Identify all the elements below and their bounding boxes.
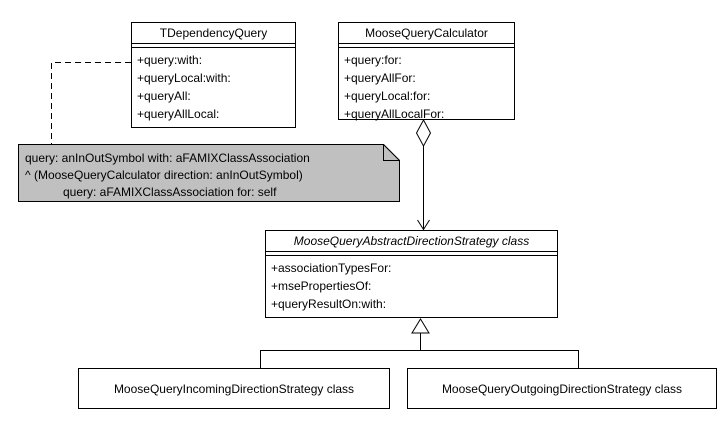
note-fold-icon xyxy=(383,144,400,161)
class-box-moosequerycalculator: MooseQueryCalculator +query:for: +queryA… xyxy=(338,22,515,123)
method-item: +queryAllLocalFor: xyxy=(344,107,445,121)
method-item: +queryAllFor: xyxy=(344,71,416,85)
compartment-separator xyxy=(339,44,514,48)
method-item: +queryResultOn:with: xyxy=(271,297,387,311)
class-box-moosequeryoutgoingdirectionstrategy: MooseQueryOutgoingDirectionStrategy clas… xyxy=(407,368,717,409)
compartment-separator xyxy=(132,44,295,48)
class-box-moosequeryincomingdirectionstrategy: MooseQueryIncomingDirectionStrategy clas… xyxy=(78,368,390,409)
method-item: +query:for: xyxy=(344,53,402,67)
class-title: MooseQueryOutgoingDirectionStrategy clas… xyxy=(441,381,683,396)
method-item: +queryLocal:for: xyxy=(344,89,431,103)
uml-note: query: anInOutSymbol with: aFAMIXClassAs… xyxy=(18,144,400,202)
class-title: MooseQueryCalculator xyxy=(339,23,514,44)
method-item: +msePropertiesOf: xyxy=(271,279,372,293)
note-text: query: anInOutSymbol with: aFAMIXClassAs… xyxy=(18,144,400,201)
method-item: +associationTypesFor: xyxy=(271,261,392,275)
methods-compartment: +query:with: +queryLocal:with: +queryAll… xyxy=(132,48,295,123)
method-item: +queryAll: xyxy=(137,89,191,103)
open-arrowhead-icon xyxy=(417,219,430,231)
note-anchor-dashed-line xyxy=(51,62,131,144)
class-title: MooseQueryAbstractDirectionStrategy clas… xyxy=(266,231,557,252)
class-title: MooseQueryIncomingDirectionStrategy clas… xyxy=(113,381,355,396)
method-item: +query:with: xyxy=(137,53,203,67)
class-box-moosequeryabstractdirectionstrategy: MooseQueryAbstractDirectionStrategy clas… xyxy=(265,230,558,318)
note-line: ^ (MooseQueryCalculator direction: anInO… xyxy=(25,168,303,182)
compartment-separator xyxy=(266,252,557,256)
note-line: query: anInOutSymbol with: aFAMIXClassAs… xyxy=(25,151,310,165)
class-box-tdependencyquery: TDependencyQuery +query:with: +queryLoca… xyxy=(131,22,296,128)
note-line: query: aFAMIXClassAssociation for: self xyxy=(63,185,277,199)
method-item: +queryLocal:with: xyxy=(137,71,231,85)
generalization-branch-line xyxy=(260,350,579,368)
methods-compartment: +query:for: +queryAllFor: +queryLocal:fo… xyxy=(339,48,514,123)
method-item: +queryAllLocal: xyxy=(137,107,220,121)
methods-compartment: +associationTypesFor: +msePropertiesOf: … xyxy=(266,256,557,313)
generalization-triangle-icon xyxy=(411,318,430,334)
note-shape xyxy=(18,144,400,202)
class-title: TDependencyQuery xyxy=(132,23,295,44)
aggregation-diamond-icon xyxy=(415,118,432,148)
